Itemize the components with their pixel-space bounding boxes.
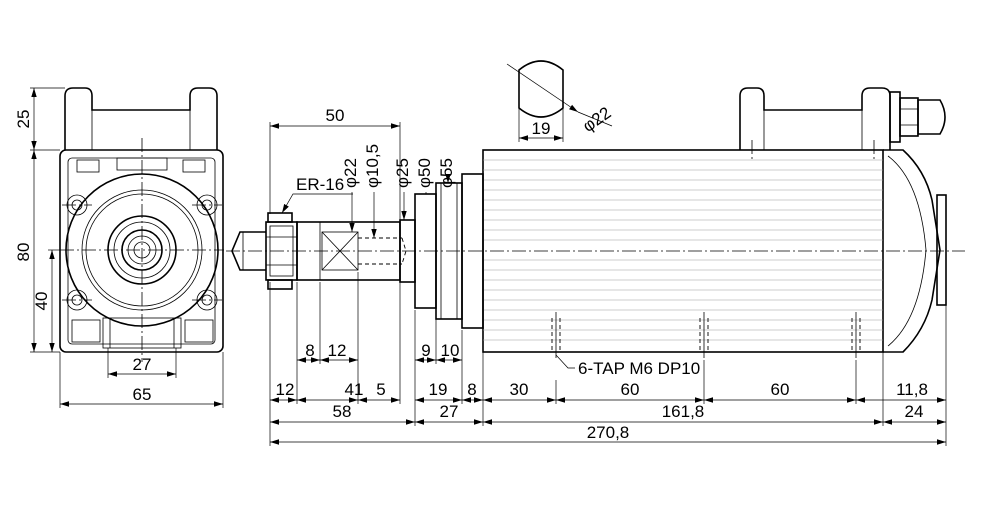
- dim-60a-row1: 60: [621, 380, 640, 399]
- dim-25: 25: [14, 110, 33, 129]
- dim-58-row2: 58: [333, 402, 352, 421]
- dim-10-mid: 10: [441, 341, 460, 360]
- dim-161-8-row2: 161,8: [662, 402, 705, 421]
- tap-holes: [551, 312, 861, 358]
- side-mid-dimensions: 8 12 9 10: [296, 272, 463, 364]
- dim-24-row2: 24: [905, 402, 924, 421]
- collet-label: ER-16: [296, 175, 344, 194]
- dim-50: 50: [326, 106, 345, 125]
- dim-phi50: φ50: [415, 158, 434, 188]
- dim-12-row1: 12: [276, 380, 295, 399]
- tap-callout: 6-TAP M6 DP10: [555, 354, 700, 378]
- dim-phi25: φ25: [393, 158, 412, 188]
- dim-8-mid: 8: [305, 341, 314, 360]
- tap-label: 6-TAP M6 DP10: [578, 359, 700, 378]
- dim-65: 65: [133, 385, 152, 404]
- dim-phi22-detail: φ22: [579, 103, 614, 136]
- shaft-section-detail: 19 φ22: [506, 60, 615, 142]
- collet-callout: ER-16: [281, 175, 353, 214]
- dim-40: 40: [32, 292, 51, 311]
- dim-19-detail: 19: [532, 119, 551, 138]
- cooling-fins: [483, 159, 883, 341]
- side-view: [226, 87, 965, 358]
- dim-phi22: φ22: [341, 158, 360, 188]
- dim-9-mid: 9: [421, 341, 430, 360]
- dim-60b-row1: 60: [771, 380, 790, 399]
- dim-5-row1: 5: [376, 380, 385, 399]
- dim-11-8-row1: 11,8: [896, 380, 928, 399]
- dim-27-row2: 27: [440, 402, 459, 421]
- dim-19-row1: 19: [429, 380, 448, 399]
- side-bottom-dimensions: 12 41 5 19 8 30 60 60 11,8 58 27 161,8 2…: [269, 282, 947, 446]
- front-view: [59, 87, 224, 362]
- front-view-dimensions: 25 80 40 27 65: [14, 87, 224, 408]
- dim-8-row1: 8: [467, 380, 476, 399]
- dim-30-row1: 30: [510, 380, 529, 399]
- dim-41-row1: 41: [345, 380, 364, 399]
- dim-270-8-row3: 270,8: [587, 423, 630, 442]
- dim-80: 80: [14, 243, 33, 262]
- dim-phi55: φ55: [437, 158, 456, 188]
- side-top-dimensions: 50 φ22 φ10,5 φ25 φ50 φ55: [269, 106, 456, 238]
- dim-27: 27: [133, 355, 152, 374]
- dim-phi10-5: φ10,5: [363, 144, 382, 188]
- dim-12-mid: 12: [328, 341, 347, 360]
